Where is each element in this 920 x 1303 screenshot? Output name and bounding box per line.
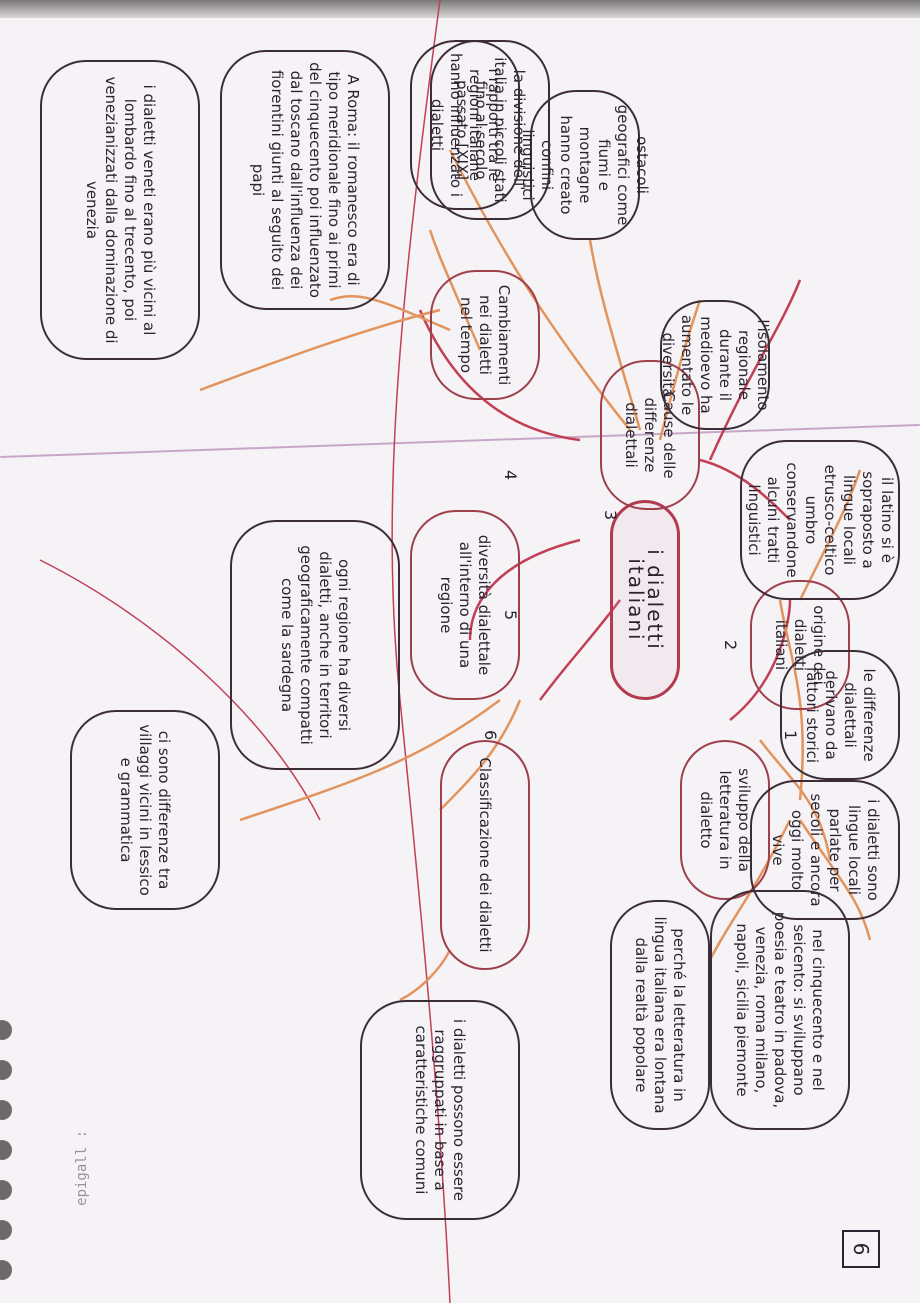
branch-5-number: 5 bbox=[501, 610, 520, 621]
binder-hole bbox=[0, 1260, 12, 1280]
binder-hole bbox=[0, 1220, 12, 1240]
branch-3-child-isolamento: l'isolamento regionale durante il medioe… bbox=[659, 300, 772, 430]
divider-line bbox=[391, 0, 451, 1303]
connector-center-cause bbox=[699, 458, 791, 521]
connector-origin-differenze bbox=[778, 599, 804, 801]
connector-center-diversita bbox=[539, 599, 621, 701]
connector-cause-divisione bbox=[448, 149, 631, 431]
page-number: 6 bbox=[842, 1230, 880, 1268]
connector-sviluppo-perche bbox=[708, 819, 792, 961]
branch-5-diversita: diversità dialettale all'interno di una … bbox=[410, 510, 520, 700]
branch-5-child-villaggi: ci sono differenze tra villaggi vicini i… bbox=[70, 710, 220, 910]
divider-line bbox=[39, 559, 321, 821]
connector-center-cambiamenti bbox=[418, 309, 581, 442]
branch-6-number: 6 bbox=[481, 730, 500, 741]
binder-hole bbox=[0, 1140, 12, 1160]
branch-2-number: 2 bbox=[721, 640, 740, 651]
connector-diversita-villaggi bbox=[239, 698, 501, 822]
connector-cause-ostacoli bbox=[588, 239, 642, 431]
connector-center-sviluppo bbox=[729, 599, 792, 721]
branch-2-child-differenze: le differenze dialettali derivano da fat… bbox=[780, 650, 900, 780]
branch-6-child-gruppi: i dialetti possono essere raggruppati in… bbox=[360, 1000, 520, 1220]
binder-hole bbox=[0, 1020, 12, 1040]
branch-5-child-ogni: ogni regione ha diversi dialetti, anche … bbox=[230, 520, 400, 770]
branch-2-child-vive: i dialetti sono lingue locali parlate pe… bbox=[750, 780, 900, 920]
branch-1-child-perche: perché la letteratura in lingua italiana… bbox=[610, 900, 710, 1130]
connector-diversita-ogni bbox=[439, 699, 522, 811]
connector-center-classificazione bbox=[468, 538, 581, 641]
page-top-edge bbox=[0, 0, 920, 18]
branch-4-child-veneti: i dialetti veneti erano più vicini al lo… bbox=[40, 60, 200, 360]
binder-hole bbox=[0, 1180, 12, 1200]
connector-origin-latino bbox=[798, 469, 862, 601]
branch-6-classificazione: Classificazione dei dialetti bbox=[440, 740, 530, 970]
connector-cambiamenti-roma bbox=[329, 295, 451, 332]
branch-4-child-roma: A Roma: il romanesco era di tipo meridio… bbox=[220, 50, 390, 310]
connector-classificazione-gruppi bbox=[399, 949, 452, 1002]
connector-origin-vive bbox=[759, 739, 832, 861]
branch-4-cambiamenti: Cambiamenti nei dialetti nel tempo bbox=[430, 270, 540, 400]
branch-1-child-cinquecento: nel cinquecento e nel seicento: si svilu… bbox=[710, 890, 850, 1130]
binder-hole bbox=[0, 1100, 12, 1120]
connector-cambiamenti-veneti bbox=[199, 308, 441, 392]
central-topic: i dialetti italiani bbox=[610, 500, 680, 700]
notebook-brand-stamp: epigall : bbox=[74, 1130, 90, 1206]
branch-2-child-latino: il latino si è sopraposto a lingue local… bbox=[740, 440, 900, 600]
binder-hole bbox=[0, 1060, 12, 1080]
connector-center-origin bbox=[708, 279, 802, 461]
connector-cause-isolamento bbox=[658, 299, 702, 441]
branch-4-number: 4 bbox=[501, 470, 520, 481]
branch-3-number: 3 bbox=[601, 510, 620, 521]
connector-sviluppo-cinquecento bbox=[798, 819, 872, 941]
connector-cambiamenti-rapporti bbox=[428, 229, 482, 351]
branch-4-child-rapporti: i rapporti tra le regioni italiane hanno… bbox=[410, 40, 520, 210]
